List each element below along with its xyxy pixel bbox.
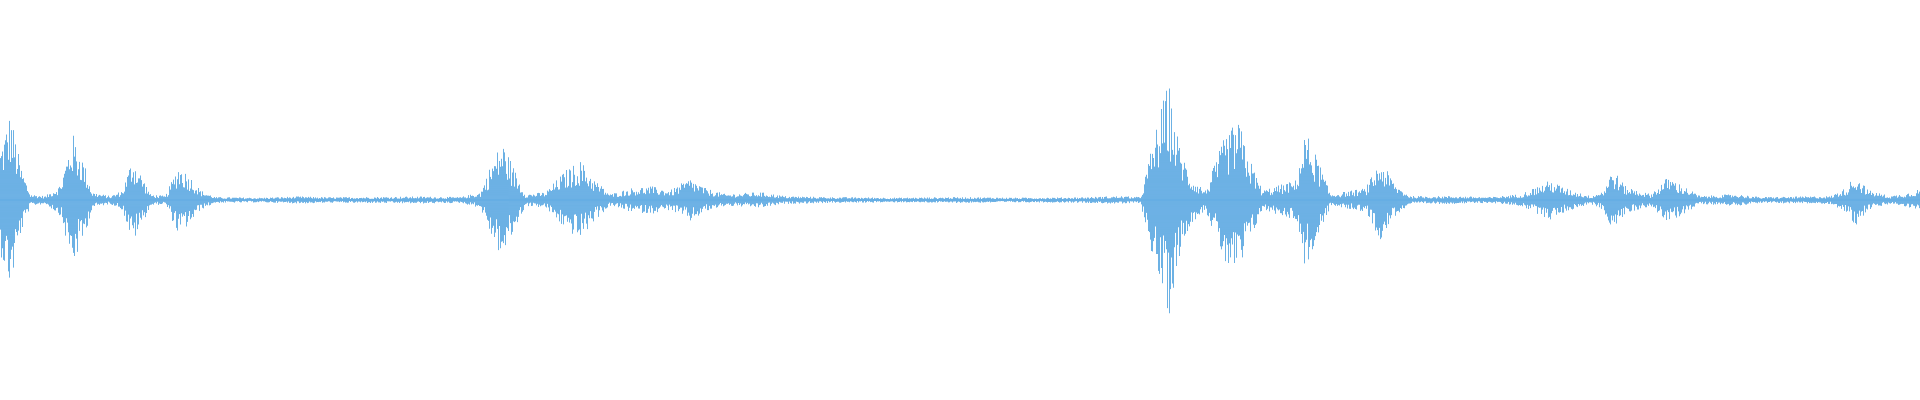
waveform-samples xyxy=(0,88,1920,314)
waveform-bars xyxy=(0,88,1920,314)
